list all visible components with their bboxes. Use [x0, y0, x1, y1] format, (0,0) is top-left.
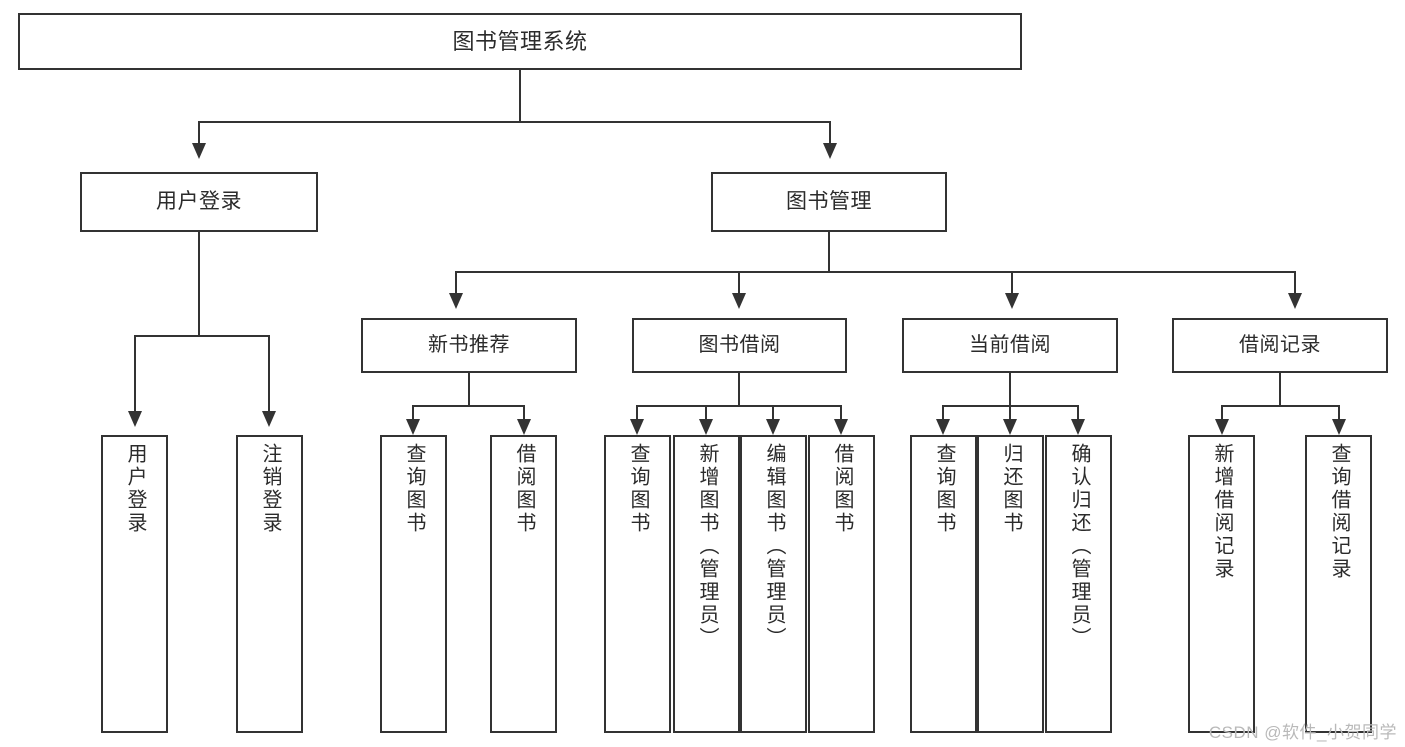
- arrow-to-current-borrow: [1005, 293, 1019, 309]
- connector-user-login-stem: [198, 232, 200, 336]
- arrow-to-new-book-leaf-1: [406, 419, 420, 435]
- arrow-to-new-book-recommend: [449, 293, 463, 309]
- arrow-to-book-borrow-leaf-1: [630, 419, 644, 435]
- node-label: 注销登录: [259, 443, 281, 535]
- arrow-to-book-borrow: [732, 293, 746, 309]
- leaf-new-book-query[interactable]: 查询图书: [380, 435, 447, 733]
- arrow-to-book-borrow-leaf-3: [766, 419, 780, 435]
- connector-level2-bar: [455, 271, 1296, 273]
- node-label: 借阅图书: [831, 443, 853, 535]
- node-user-login[interactable]: 用户登录: [80, 172, 318, 232]
- node-label: 新书推荐: [428, 334, 510, 356]
- connector-book-borrow-drop-3: [772, 405, 774, 421]
- leaf-book-borrow-borrow[interactable]: 借阅图书: [808, 435, 875, 733]
- node-label: 归还图书: [1000, 443, 1022, 535]
- node-borrow-record[interactable]: 借阅记录: [1172, 318, 1388, 373]
- connector-book-borrow-bar: [636, 405, 842, 407]
- arrow-to-current-borrow-leaf-2: [1003, 419, 1017, 435]
- connector-borrow-record-stem: [1279, 373, 1281, 406]
- arrow-to-user-login-leaf-1: [128, 411, 142, 427]
- connector-user-login-bar: [134, 335, 270, 337]
- arrow-to-book-borrow-leaf-4: [834, 419, 848, 435]
- node-label: 图书管理系统: [452, 28, 588, 54]
- leaf-borrow-record-add[interactable]: 新增借阅记录: [1188, 435, 1255, 733]
- arrow-to-user-login: [192, 143, 206, 159]
- connector-user-login-drop-2: [268, 335, 270, 413]
- connector-level1-drop-right: [829, 121, 831, 145]
- node-new-book-recommend[interactable]: 新书推荐: [361, 318, 577, 373]
- leaf-book-borrow-query[interactable]: 查询图书: [604, 435, 671, 733]
- arrow-to-borrow-record-leaf-1: [1215, 419, 1229, 435]
- node-label: 确认归还（管理员）: [1068, 443, 1090, 650]
- connector-level2-drop-3: [1011, 271, 1013, 295]
- leaf-user-login-signin[interactable]: 用户登录: [101, 435, 168, 733]
- connector-root-stem: [519, 70, 521, 122]
- connector-level2-drop-1: [455, 271, 457, 295]
- connector-book-borrow-drop-1: [636, 405, 638, 421]
- node-book-borrow[interactable]: 图书借阅: [632, 318, 847, 373]
- connector-new-book-stem: [468, 373, 470, 406]
- arrow-to-current-borrow-leaf-3: [1071, 419, 1085, 435]
- arrow-to-book-management: [823, 143, 837, 159]
- node-label: 查询图书: [403, 443, 425, 535]
- node-label: 当前借阅: [969, 334, 1051, 356]
- leaf-current-borrow-confirm-return[interactable]: 确认归还（管理员）: [1045, 435, 1112, 733]
- connector-level2-drop-4: [1294, 271, 1296, 295]
- arrow-to-borrow-record-leaf-2: [1332, 419, 1346, 435]
- connector-level1-bar: [198, 121, 831, 123]
- connector-current-borrow-drop-3: [1077, 405, 1079, 421]
- connector-book-borrow-stem: [738, 373, 740, 406]
- node-label: 新增图书（管理员）: [696, 443, 718, 650]
- leaf-new-book-borrow[interactable]: 借阅图书: [490, 435, 557, 733]
- node-label: 图书管理: [786, 189, 872, 213]
- leaf-current-borrow-return[interactable]: 归还图书: [977, 435, 1044, 733]
- node-root-system[interactable]: 图书管理系统: [18, 13, 1022, 70]
- node-label: 用户登录: [124, 443, 146, 535]
- connector-book-borrow-drop-2: [705, 405, 707, 421]
- connector-user-login-drop-1: [134, 335, 136, 413]
- connector-book-management-stem: [828, 232, 830, 272]
- connector-book-borrow-drop-4: [840, 405, 842, 421]
- connector-borrow-record-drop-1: [1221, 405, 1223, 421]
- connector-new-book-drop-1: [412, 405, 414, 421]
- leaf-borrow-record-query[interactable]: 查询借阅记录: [1305, 435, 1372, 733]
- node-label: 编辑图书（管理员）: [763, 443, 785, 650]
- node-label: 新增借阅记录: [1211, 443, 1233, 581]
- node-label: 用户登录: [156, 189, 242, 213]
- node-book-management[interactable]: 图书管理: [711, 172, 947, 232]
- node-label: 借阅记录: [1239, 334, 1321, 356]
- connector-borrow-record-drop-2: [1338, 405, 1340, 421]
- node-label: 查询图书: [933, 443, 955, 535]
- arrow-to-user-login-leaf-2: [262, 411, 276, 427]
- leaf-current-borrow-query[interactable]: 查询图书: [910, 435, 977, 733]
- arrow-to-current-borrow-leaf-1: [936, 419, 950, 435]
- leaf-book-borrow-add[interactable]: 新增图书（管理员）: [673, 435, 740, 733]
- node-label: 查询图书: [627, 443, 649, 535]
- leaf-book-borrow-edit[interactable]: 编辑图书（管理员）: [740, 435, 807, 733]
- connector-current-borrow-drop-1: [942, 405, 944, 421]
- connector-level1-drop-left: [198, 121, 200, 145]
- arrow-to-new-book-leaf-2: [517, 419, 531, 435]
- connector-level2-drop-2: [738, 271, 740, 295]
- leaf-user-login-signout[interactable]: 注销登录: [236, 435, 303, 733]
- arrow-to-book-borrow-leaf-2: [699, 419, 713, 435]
- connector-new-book-bar: [412, 405, 525, 407]
- connector-borrow-record-bar: [1221, 405, 1340, 407]
- connector-current-borrow-drop-2: [1009, 405, 1011, 421]
- arrow-to-borrow-record: [1288, 293, 1302, 309]
- node-label: 查询借阅记录: [1328, 443, 1350, 581]
- node-label: 图书借阅: [698, 334, 781, 356]
- node-current-borrow[interactable]: 当前借阅: [902, 318, 1118, 373]
- connector-current-borrow-stem: [1009, 373, 1011, 406]
- node-label: 借阅图书: [513, 443, 535, 535]
- connector-new-book-drop-2: [523, 405, 525, 421]
